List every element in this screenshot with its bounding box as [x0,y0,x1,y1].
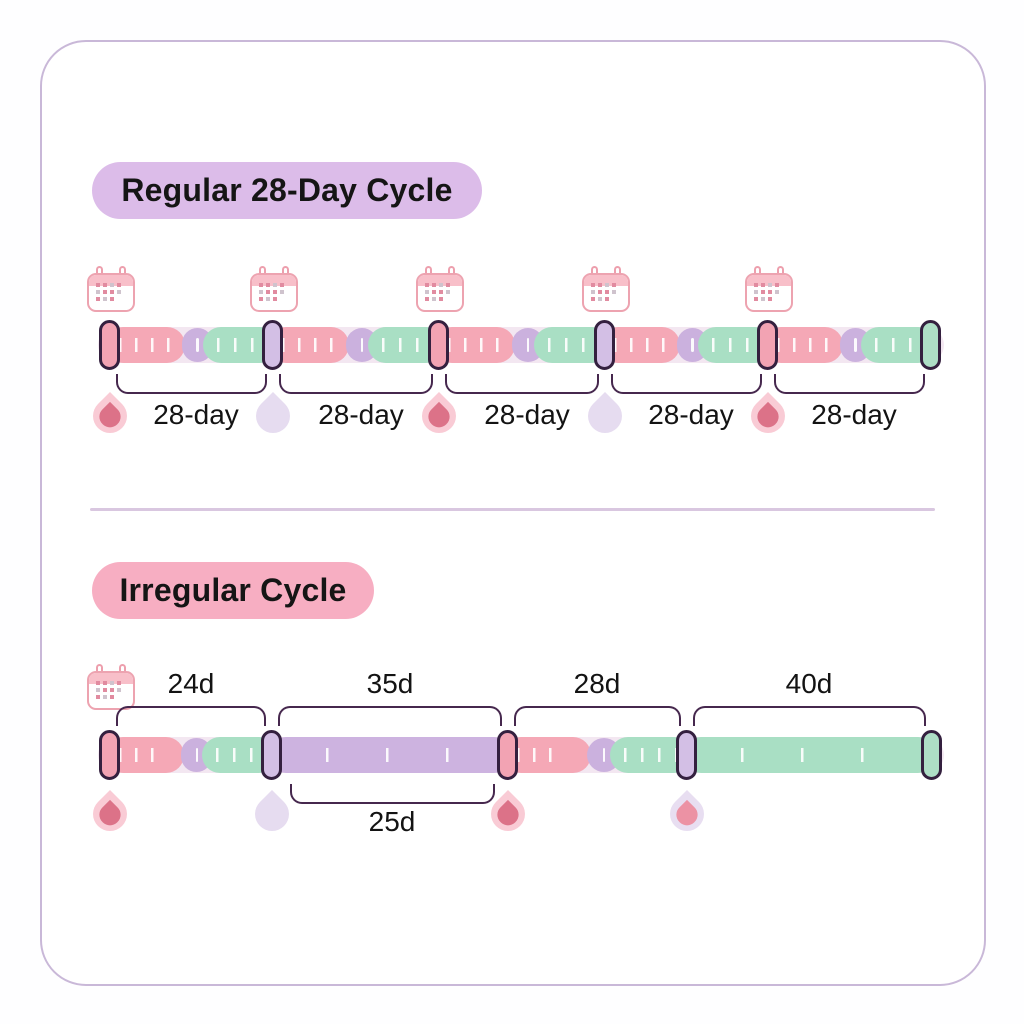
calendar-icon [416,266,464,312]
cycle-length-label: 28-day [484,399,570,430]
cycle-marker [262,320,283,370]
cycle-length-label: 28-day [648,399,734,430]
cycle-marker [594,320,615,370]
cycle-marker [261,730,282,780]
section-divider [90,508,935,511]
segment-length-label: 35d [366,668,414,699]
cycle-span-bracket [279,374,433,394]
calendar-icon [745,266,793,312]
cycle-marker [920,320,941,370]
calendar-icon [250,266,298,312]
irregular-cycle-timeline [98,737,944,773]
sub-segment-length-label: 25d [368,806,416,837]
calendar-icon [87,266,135,312]
regular-cycle-timeline [98,327,944,363]
long-phase-segment [268,737,512,773]
cycle-span-bracket [116,706,266,726]
blood-drop-icon [85,391,135,441]
cycle-span-bracket [774,374,925,394]
section-title: Regular 28-Day Cycle [121,172,453,208]
irregular-section-title-pill: Irregular Cycle [92,562,374,619]
cycle-span-bracket [611,374,762,394]
long-phase-segment [683,737,936,773]
ovulation-drop-icon [662,789,712,839]
cycle-marker [99,730,120,780]
calendar-icon [87,664,135,710]
cycle-length-label: 28-day [811,399,897,430]
cycle-length-label: 28-day [318,399,404,430]
cycle-span-bracket [278,706,502,726]
blood-drop-icon [483,789,533,839]
regular-section-title-pill: Regular 28-Day Cycle [92,162,482,219]
cycle-span [600,327,773,363]
cycle-marker [676,730,697,780]
segment-length-label: 40d [785,668,833,699]
cycle-span [434,327,610,363]
cycle-span-bracket [514,706,681,726]
blood-drop-icon [85,789,135,839]
calendar-icon [582,266,630,312]
cycle-marker [921,730,942,780]
cycle-length-label: 28-day [153,399,239,430]
cycle-marker [757,320,778,370]
cycle-span [763,327,936,363]
sub-span-bracket [290,784,495,804]
segment-length-label: 24d [167,668,215,699]
cycle-span-bracket [693,706,926,726]
cycle-span-bracket [445,374,599,394]
cycle-span [105,327,278,363]
segment-length-label: 28d [573,668,621,699]
cycle-marker [497,730,518,780]
cycle-span [268,327,444,363]
cycle-span [503,737,692,773]
cycle-span-bracket [116,374,267,394]
cycle-marker [99,320,120,370]
cycle-marker [428,320,449,370]
ovulation-drop-icon [247,789,297,839]
cycle-span [105,737,277,773]
section-title: Irregular Cycle [119,572,347,608]
